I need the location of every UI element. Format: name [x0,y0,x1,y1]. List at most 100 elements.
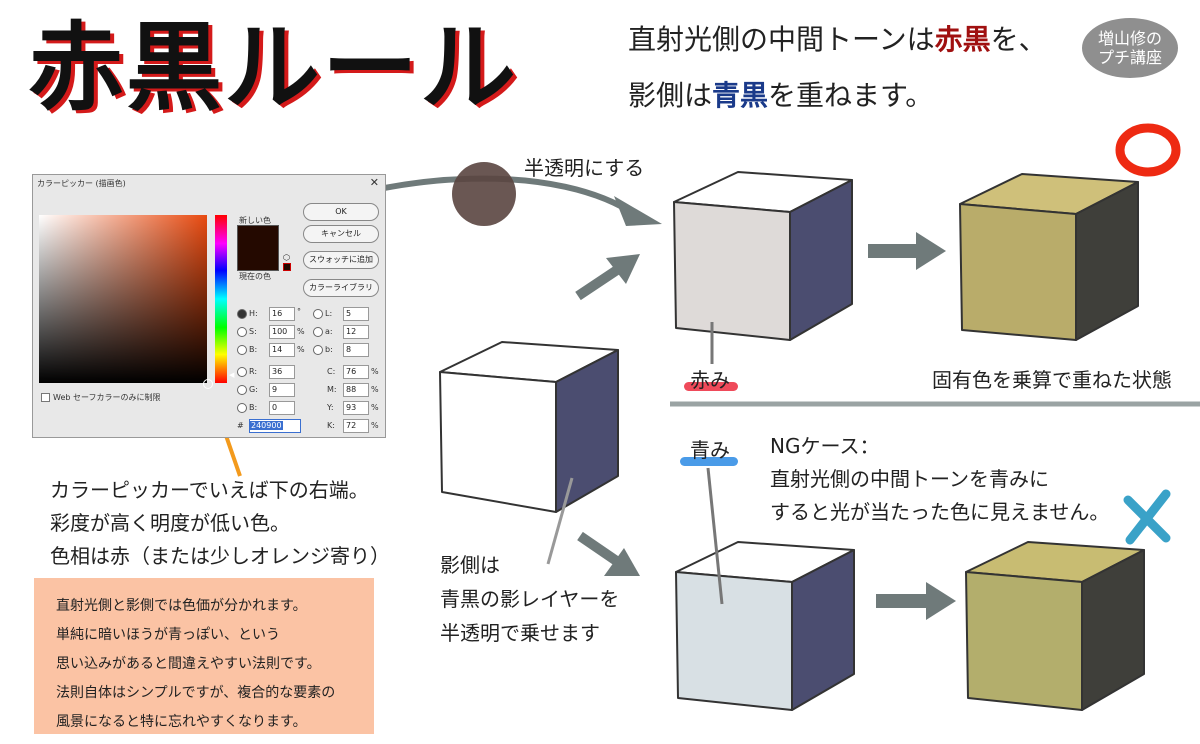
cube-icon[interactable]: ⬡ [283,253,290,262]
a-label: a: [325,327,333,336]
rgb-b-radio[interactable] [237,403,247,413]
semi-transparent-label: 半透明にする [524,156,645,180]
shadow-text-line-1: 影側は [440,553,500,577]
a-radio[interactable] [313,327,323,337]
y-label: Y: [327,403,334,412]
web-only-label: Web セーフカラーのみに制限 [53,393,161,402]
y-unit: % [371,403,379,412]
lab-b-radio[interactable] [313,345,323,355]
g-radio[interactable] [237,385,247,395]
r-radio[interactable] [237,367,247,377]
lab-b-input[interactable]: 8 [343,343,369,357]
horizontal-arrow-top [868,232,946,270]
leader-aomi [706,467,724,605]
picker-explanation-line-1: カラーピッカーでいえば下の右端。 [50,478,369,502]
cube-olive-top [959,173,1139,341]
horizontal-arrow-bottom [876,582,956,620]
y-input[interactable]: 93 [343,401,369,415]
m-input[interactable]: 88 [343,383,369,397]
color-picker-dialog: カラーピッカー (描画色) ✕ ◀ 新しい色 ⬡ 現在の色 OK キャンセル ス… [32,174,386,438]
r-label: R: [249,367,258,376]
ok-button[interactable]: OK [303,203,379,221]
l-radio[interactable] [313,309,323,319]
header-line-1-pre: 直射光側の中間トーンは [628,23,935,56]
hex-input[interactable]: 240900 [249,419,301,433]
s-label: S: [249,327,257,336]
hue-slider-handle-icon[interactable]: ◀ [229,371,235,379]
ng-cross-mark [1123,489,1171,545]
b-input[interactable]: 14 [269,343,295,357]
header-line-2: 影側は青黒を重ねます。 [628,76,933,116]
header-line-2-post: を重ねます。 [768,79,934,112]
rgb-b-input[interactable]: 0 [269,401,295,415]
hex-value: 240900 [250,421,283,430]
curve-arrow-head [614,196,662,226]
ng-case-line-2: 直射光側の中間トーンを青みに [770,467,1049,491]
b-label: B: [249,345,258,354]
h-input[interactable]: 16 [269,307,295,321]
r-input[interactable]: 36 [269,365,295,379]
page-title: 赤黒ルール [28,12,518,124]
picker-explanation-line-2: 彩度が高く明度が低い色。 [50,511,290,535]
note-line-2: 単純に暗いほうが青っぽい、という [56,627,280,643]
badge-line-2: プチ講座 [1097,48,1162,67]
new-color-label: 新しい色 [239,216,271,225]
web-color-swatch[interactable] [283,263,291,271]
header-blue-black: 青黒 [712,79,769,112]
diag-arrow-down [577,531,640,576]
h-radio[interactable] [237,309,247,319]
hex-hash: # [237,421,244,430]
b-radio[interactable] [237,345,247,355]
picker-explanation: カラーピッカーでいえば下の右端。 彩度が高く明度が低い色。 色相は赤（または少し… [50,474,390,573]
ng-case-line-1: NGケース： [770,434,880,458]
k-input[interactable]: 72 [343,419,369,433]
c-input[interactable]: 76 [343,365,369,379]
series-badge: 増山修の プチ講座 [1082,18,1178,78]
cube-olive-bottom [965,541,1145,711]
s-input[interactable]: 100 [269,325,295,339]
a-input[interactable]: 12 [343,325,369,339]
note-line-5: 風景になると特に忘れやすくなります。 [56,714,307,730]
current-color-label: 現在の色 [239,272,271,281]
header-line-1-post: を、 [990,23,1047,56]
k-label: K: [327,421,335,430]
close-icon[interactable]: ✕ [369,176,379,189]
c-label: C: [327,367,336,376]
picker-title: カラーピッカー (描画色) [37,179,126,188]
semi-transparent-circle [452,162,516,226]
note-box: 直射光側と影側では色価が分かれます。 単純に暗いほうが青っぽい、という 思い込み… [34,578,374,734]
cancel-button[interactable]: キャンセル [303,225,379,243]
ng-case-text: NGケース： 直射光側の中間トーンを青みに すると光が当たった色に見えません。 [770,430,1109,529]
l-input[interactable]: 5 [343,307,369,321]
ng-case-line-3: すると光が当たった色に見えません。 [770,500,1110,524]
m-label: M: [327,385,337,394]
cube-bluish [675,541,855,711]
s-radio[interactable] [237,327,247,337]
rgb-b-label: B: [249,403,258,412]
g-input[interactable]: 9 [269,383,295,397]
note-line-4: 法則自体はシンプルですが、複合的な要素の [56,685,336,701]
badge-line-1: 増山修の [1097,29,1162,48]
cube-white [439,341,619,513]
web-only-checkbox[interactable] [41,393,50,402]
note-line-1: 直射光側と影側では色価が分かれます。 [56,598,307,614]
color-field[interactable] [39,215,213,389]
diag-arrow-up [575,254,640,301]
ok-circle-mark [1115,123,1181,177]
hue-slider[interactable] [215,215,227,383]
b-unit: % [297,345,305,354]
aomi-label: 青み [690,438,730,462]
add-swatch-button[interactable]: スウォッチに追加 [303,251,379,269]
h-unit: ° [297,307,301,316]
color-swatch [237,225,279,271]
akami-underline [684,382,738,391]
color-field-marker[interactable] [203,379,213,389]
aomi-underline [680,457,738,466]
c-unit: % [371,367,379,376]
leader-shadow [546,477,574,565]
akami-label: 赤み [690,368,730,392]
shadow-text-line-2: 青黒の影レイヤーを [440,587,620,611]
color-library-button[interactable]: カラーライブラリ [303,279,379,297]
h-label: H: [249,309,258,318]
